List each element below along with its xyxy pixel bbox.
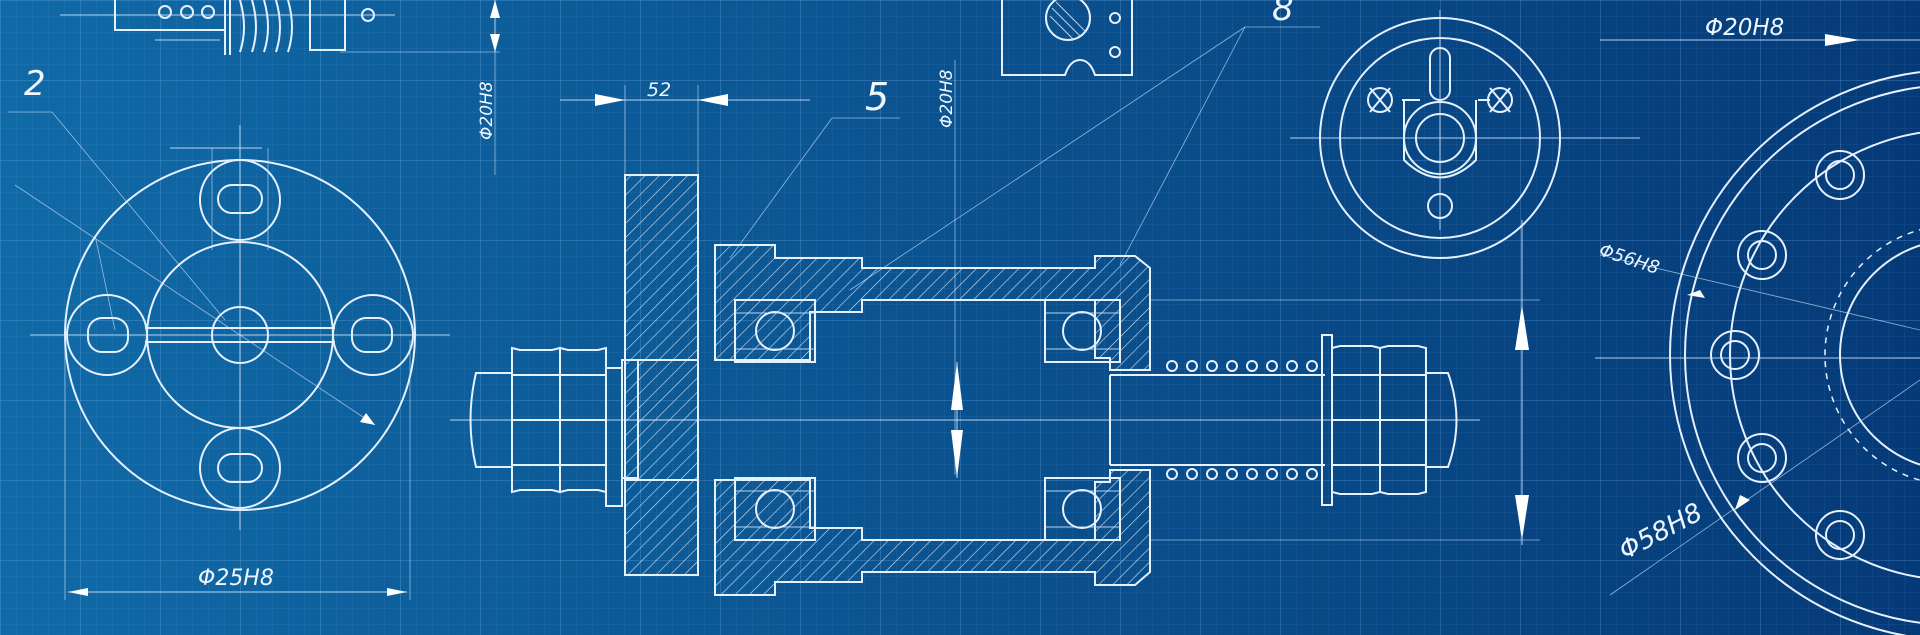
bearing-top-right — [1044, 299, 1121, 363]
shaft-assembly-section: 52 5 8 — [450, 0, 1540, 596]
part-number-8: 8 — [1272, 0, 1294, 29]
spring-coils-top — [1166, 360, 1318, 372]
bearing-top-left — [734, 299, 816, 363]
spring-coils-bottom — [1166, 468, 1318, 480]
part-number-5: 5 — [865, 75, 889, 119]
diameter-label-20h8-top-left: Φ20H8 — [477, 81, 497, 140]
bearing-bottom-right — [1044, 477, 1121, 541]
top-left-spring-detail: Φ20H8 — [60, 0, 500, 175]
part-number-2: 2 — [24, 64, 46, 104]
bearing-bottom-left — [734, 477, 816, 541]
top-right-disc-view — [1290, 10, 1640, 259]
diameter-label-20h8-center: Φ20H8 — [937, 69, 957, 128]
dimension-label-52: 52 — [647, 79, 671, 101]
diameter-label-20h8-right: Φ20H8 — [1705, 15, 1784, 41]
right-flange-partial-view: Φ20H8 Φ56H8 Φ58H8 — [1595, 15, 1920, 635]
flange-front-view: 2 Φ25H8 — [8, 64, 450, 600]
diameter-label-25h8: Φ25H8 — [198, 566, 274, 591]
top-center-bracket-detail — [1001, 0, 1133, 76]
